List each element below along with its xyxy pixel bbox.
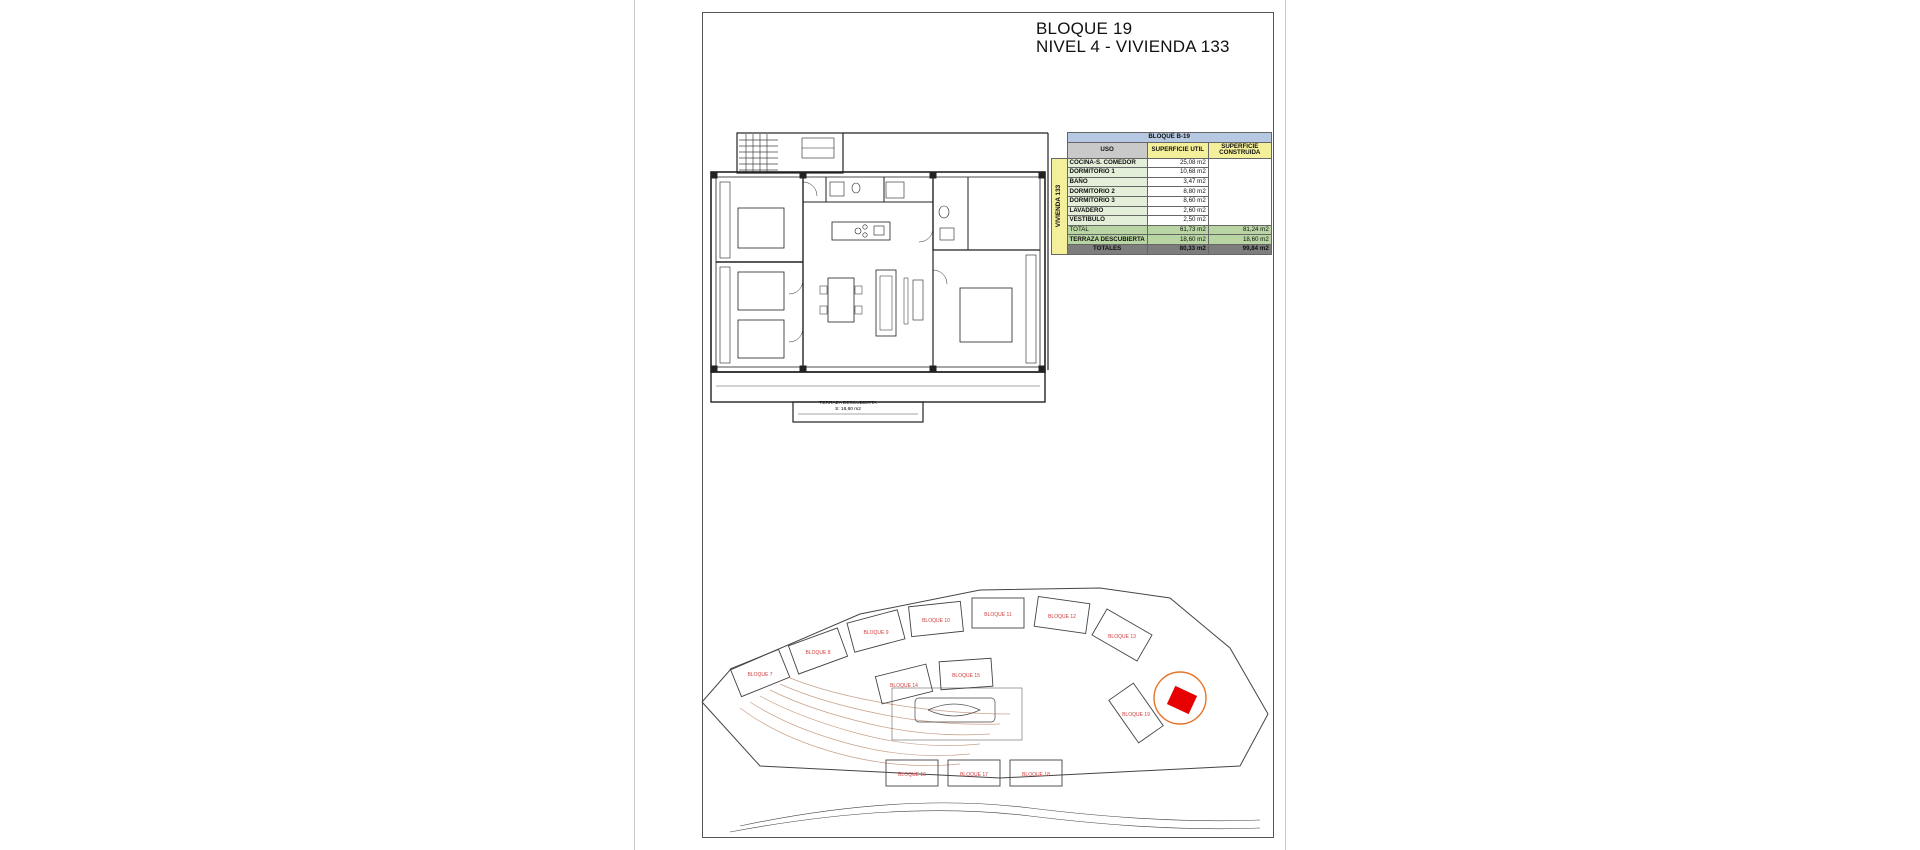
surface-table: BLOQUE B-19 USO SUPERFICIE UTIL SUPERFIC… — [1051, 132, 1272, 255]
site-plan: BLOQUE 7 BLOQUE 8 BLOQUE 9 BLOQUE 10 BLO… — [701, 587, 1269, 833]
terrace-area: S: 18,60 m2 — [835, 406, 861, 412]
row-util: 2,50 m2 — [1146, 215, 1209, 226]
block-label: BLOQUE 15 — [952, 673, 980, 679]
totales-construida: 99,84 m2 — [1207, 243, 1272, 255]
unit-label: VIVIENDA 133 — [1055, 184, 1063, 228]
block-label: BLOQUE 11 — [984, 612, 1012, 618]
row-uso: DORMITORIO 3 — [1066, 195, 1148, 207]
block-label: BLOQUE 17 — [960, 772, 988, 778]
drawing-frame — [702, 12, 1274, 838]
document-title: BLOQUE 19 NIVEL 4 - VIVIENDA 133 — [1036, 20, 1230, 56]
row-uso: COCINA-S. COMEDOR — [1066, 157, 1148, 169]
col-construida: SUPERFICIE CONSTRUIDA — [1207, 141, 1272, 159]
row-util: 3,47 m2 — [1146, 176, 1209, 188]
stair-icon — [739, 134, 778, 172]
table-block-header: BLOQUE B-19 — [1066, 132, 1272, 143]
unit-label-cell: VIVIENDA 133 — [1051, 157, 1068, 255]
row-uso: LAVADERO — [1066, 205, 1148, 217]
title-block: BLOQUE 19 — [1036, 19, 1133, 38]
row-util: 25,08 m2 — [1146, 157, 1209, 169]
title-unit: NIVEL 4 - VIVIENDA 133 — [1036, 37, 1230, 56]
unit-locator-circle — [1153, 671, 1207, 725]
totales-util: 80,33 m2 — [1146, 243, 1209, 255]
row-util: 10,68 m2 — [1146, 167, 1209, 178]
terraza-construida: 18,60 m2 — [1207, 234, 1272, 245]
row-util: 8,80 m2 — [1146, 186, 1209, 197]
col-uso: USO — [1066, 141, 1148, 159]
terrace-label: TERRAZA DESCUBIERTA — [819, 400, 877, 406]
block-label: BLOQUE 9 — [863, 630, 888, 636]
block-label: BLOQUE 12 — [1048, 614, 1076, 620]
block-label: BLOQUE 16 — [898, 772, 926, 778]
row-uso: DORMITORIO 1 — [1066, 167, 1148, 178]
row-util: 8,60 m2 — [1146, 195, 1209, 207]
block-label: BLOQUE 19 — [1122, 712, 1150, 718]
row-util: 2,60 m2 — [1146, 205, 1209, 217]
row-uso: VESTIBULO — [1066, 215, 1148, 226]
col-util: SUPERFICIE UTIL — [1146, 141, 1209, 159]
terraza-util: 18,60 m2 — [1146, 234, 1209, 245]
block-label: BLOQUE 10 — [922, 618, 950, 624]
row-uso: BAÑO — [1066, 176, 1148, 188]
floor-plan: TERRAZA DESCUBIERTA S: 18,60 m2 — [710, 132, 1049, 423]
terraza-label: TERRAZA DESCUBIERTA — [1066, 234, 1148, 245]
total-label: TOTAL — [1066, 224, 1148, 236]
block-label: BLOQUE 7 — [747, 672, 772, 678]
total-construida: 81,24 m2 — [1207, 224, 1272, 236]
row-uso: DORMITORIO 2 — [1066, 186, 1148, 197]
total-util: 61,73 m2 — [1146, 224, 1209, 236]
block-label: BLOQUE 13 — [1108, 634, 1136, 640]
unit-highlight — [1166, 685, 1198, 715]
block-label: BLOQUE 8 — [805, 650, 830, 656]
block-label: BLOQUE 18 — [1022, 772, 1050, 778]
totales-label: TOTALES — [1066, 243, 1148, 255]
block-label: BLOQUE 14 — [890, 683, 918, 689]
